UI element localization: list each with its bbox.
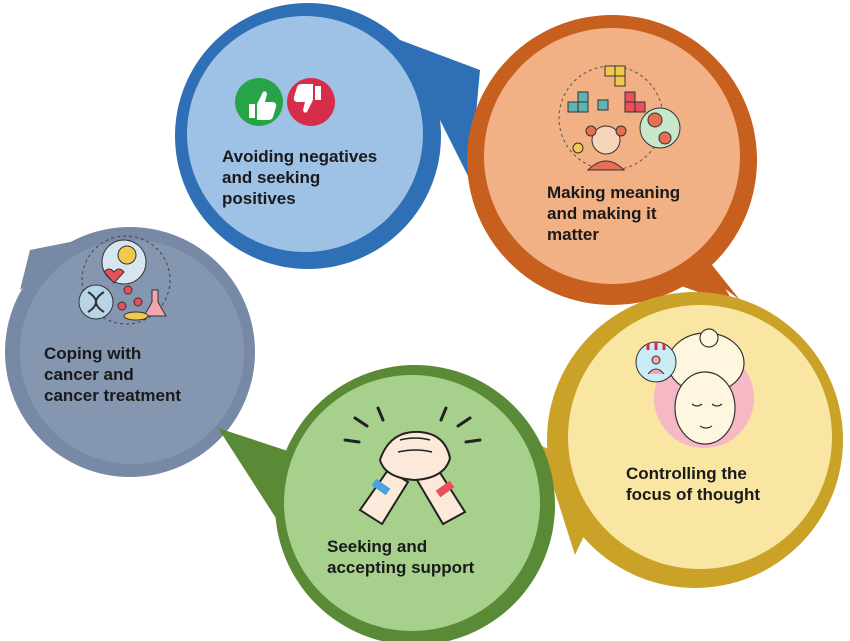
label-line: Seeking and	[327, 537, 428, 556]
label-line: focus of thought	[626, 485, 761, 504]
label-line: Avoiding negatives	[222, 147, 378, 166]
label-line: and making it	[547, 204, 657, 223]
label-line: Coping with	[44, 344, 142, 363]
label-coping-cancer: Coping with cancer and cancer treatment	[44, 343, 181, 406]
label-line: Controlling the	[626, 464, 747, 483]
label-line: positives	[222, 189, 296, 208]
woman-thinking-icon	[635, 328, 754, 448]
label-line: accepting support	[327, 558, 475, 577]
label-line: and seeking	[222, 168, 321, 187]
bubble-coping-cancer	[5, 227, 255, 477]
label-line: Making meaning	[547, 183, 681, 202]
label-seeking-support: Seeking and accepting support	[327, 536, 474, 578]
label-controlling-focus: Controlling the focus of thought	[626, 463, 760, 505]
label-avoiding-negatives: Avoiding negatives and seeking positives	[222, 146, 377, 209]
label-line: cancer treatment	[44, 386, 182, 405]
thumbs-up-down-icon	[235, 78, 335, 126]
puzzle-gears-girl-icon	[558, 65, 681, 171]
bubble-making-meaning	[467, 15, 757, 305]
medical-science-icon	[78, 235, 171, 325]
handshake-arms-icon	[343, 406, 482, 526]
label-making-meaning: Making meaning and making it matter	[547, 182, 680, 245]
label-line: matter	[547, 225, 599, 244]
bubble-avoiding-negatives	[175, 3, 480, 269]
label-line: cancer and	[44, 365, 134, 384]
